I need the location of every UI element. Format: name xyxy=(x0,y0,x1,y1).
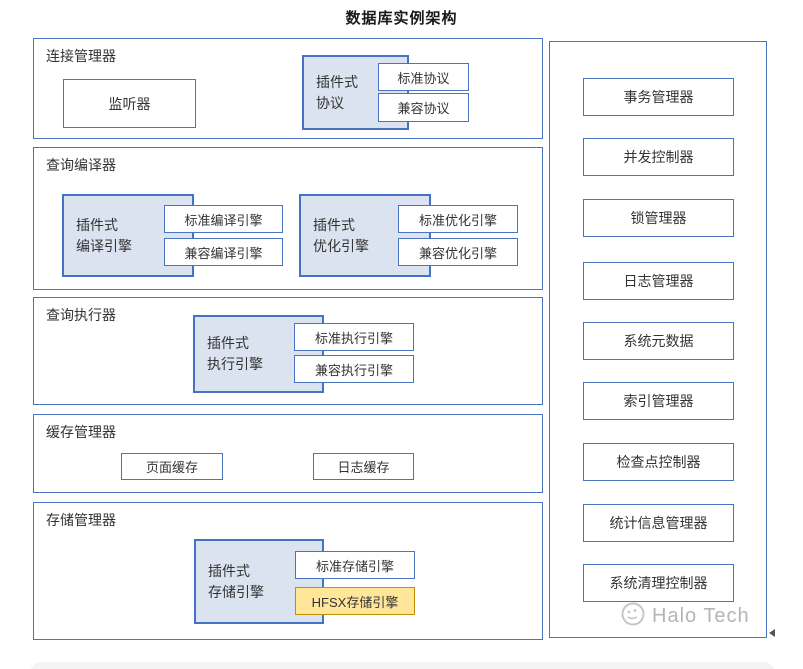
section-label-cache-manager: 缓存管理器 xyxy=(46,424,116,440)
hfsx-storage-engine-box: HFSX存储引擎 xyxy=(295,587,415,615)
standard-optimize-engine-box: 标准优化引擎 xyxy=(398,205,518,233)
section-query-compiler: 查询编译器 插件式 编译引擎 标准编译引擎 兼容编译引擎 插件式 优化引擎 标准… xyxy=(33,147,543,290)
plugin-compile-line1: 插件式 xyxy=(76,216,118,233)
section-connection-manager: 连接管理器 监听器 插件式 协议 标准协议 兼容协议 xyxy=(33,38,543,139)
standard-storage-engine-box: 标准存储引擎 xyxy=(295,551,415,579)
halo-tech-watermark: Halo Tech xyxy=(620,601,750,632)
plugin-compile-line2: 编译引擎 xyxy=(76,237,132,254)
compat-protocol-box: 兼容协议 xyxy=(378,93,469,122)
page-cache-box: 页面缓存 xyxy=(121,453,223,480)
plugin-storage-line2: 存储引擎 xyxy=(208,583,264,600)
plugin-protocol-line1: 插件式 xyxy=(316,73,358,90)
concurrency-controller-box: 并发控制器 xyxy=(583,138,734,176)
index-manager-box: 索引管理器 xyxy=(583,382,734,420)
plugin-optimize-line2: 优化引擎 xyxy=(313,237,369,254)
bottom-gray-bar xyxy=(30,662,775,669)
section-label-storage-manager: 存储管理器 xyxy=(46,512,116,528)
compat-execute-engine-box: 兼容执行引擎 xyxy=(294,355,414,383)
lock-manager-box: 锁管理器 xyxy=(583,199,734,237)
log-cache-box: 日志缓存 xyxy=(313,453,414,480)
right-managers-panel: 事务管理器 并发控制器 锁管理器 日志管理器 系统元数据 索引管理器 检查点控制… xyxy=(549,41,767,638)
halo-tech-text: Halo Tech xyxy=(652,605,750,627)
checkpoint-controller-box: 检查点控制器 xyxy=(583,443,734,481)
statistics-manager-box: 统计信息管理器 xyxy=(583,504,734,542)
plugin-storage-line1: 插件式 xyxy=(208,562,250,579)
compat-compile-engine-box: 兼容编译引擎 xyxy=(164,238,283,266)
section-query-executor: 查询执行器 插件式 执行引擎 标准执行引擎 兼容执行引擎 xyxy=(33,297,543,405)
standard-execute-engine-box: 标准执行引擎 xyxy=(294,323,414,351)
listener-box: 监听器 xyxy=(63,79,196,128)
system-cleanup-controller-box: 系统清理控制器 xyxy=(583,564,734,602)
system-metadata-box: 系统元数据 xyxy=(583,322,734,360)
log-manager-box: 日志管理器 xyxy=(583,262,734,300)
section-label-query-executor: 查询执行器 xyxy=(46,307,116,323)
section-label-connection-manager: 连接管理器 xyxy=(46,48,116,64)
halo-tech-logo-icon xyxy=(620,601,646,632)
compat-optimize-engine-box: 兼容优化引擎 xyxy=(398,238,518,266)
diagram-title: 数据库实例架构 xyxy=(345,10,458,27)
plugin-execute-line1: 插件式 xyxy=(207,335,249,351)
standard-compile-engine-box: 标准编译引擎 xyxy=(164,205,283,233)
transaction-manager-box: 事务管理器 xyxy=(583,78,734,116)
plugin-optimize-line1: 插件式 xyxy=(313,216,355,233)
section-label-query-compiler: 查询编译器 xyxy=(46,157,116,173)
resize-arrow-icon xyxy=(769,629,775,637)
section-cache-manager: 缓存管理器 页面缓存 日志缓存 xyxy=(33,414,543,493)
plugin-protocol-line2: 协议 xyxy=(316,94,344,111)
standard-protocol-box: 标准协议 xyxy=(378,63,469,91)
plugin-execute-line2: 执行引擎 xyxy=(207,356,263,372)
section-storage-manager: 存储管理器 插件式 存储引擎 标准存储引擎 HFSX存储引擎 xyxy=(33,502,543,640)
